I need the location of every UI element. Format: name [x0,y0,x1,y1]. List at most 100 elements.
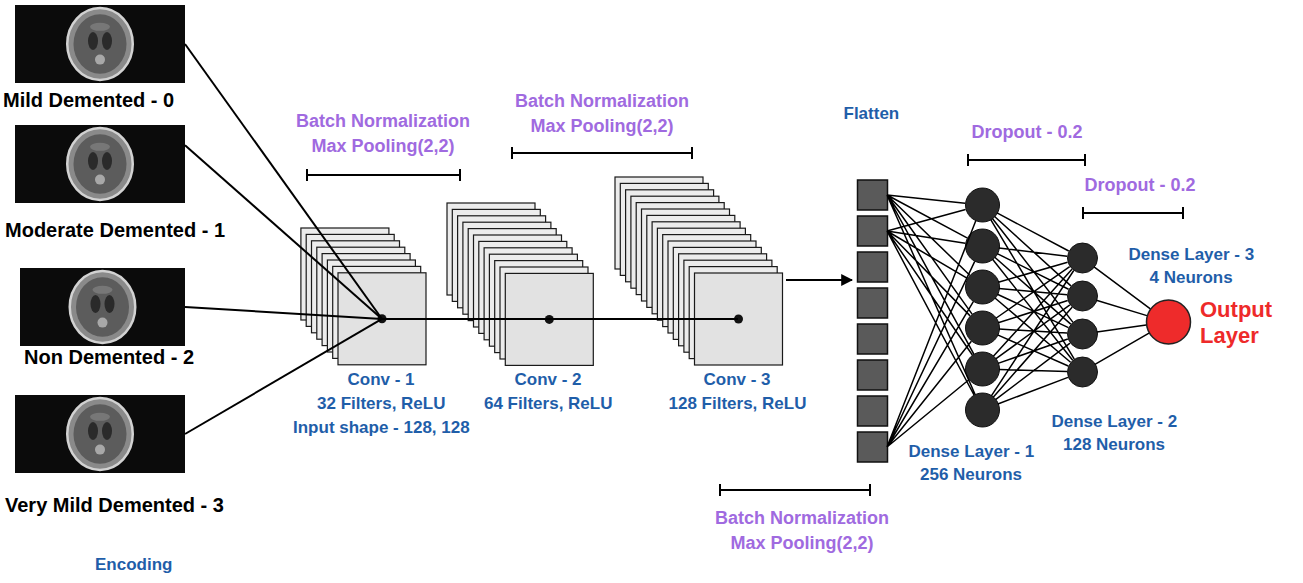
layer-caption: Dense Layer - 3 [1129,245,1255,265]
mri-image [15,395,185,473]
flatten-cell [857,180,887,210]
output-neuron-circle [1146,300,1190,344]
pooling-label: Max Pooling(2,2) [730,533,873,555]
skull-outline [67,398,133,470]
dropout-label: Dropout - 0.2 [972,122,1083,144]
neuron [1067,319,1097,349]
layer-caption: Conv - 3 [704,370,771,390]
brain-tissue [73,14,126,73]
flatten-cell [857,288,887,318]
ventricle [102,422,112,440]
layer-caption: Flatten [844,104,900,124]
batch-norm-label: Batch Normalization [715,508,889,530]
ventricle [105,295,115,313]
output-label: Output Layer [1200,297,1300,350]
skull-outline [67,8,133,80]
ventricle [102,32,112,50]
neuron [965,270,999,304]
flatten-cell [857,432,887,462]
pooling-label: Max Pooling(2,2) [311,136,454,158]
flatten-cell [857,360,887,390]
mri-scan-node: Very Mild Demented - 3 [5,393,225,517]
mri-scan-node: Moderate Demented - 1 [5,123,227,242]
layer-caption: Conv - 2 [514,370,581,390]
ventricle [88,32,98,50]
class-label: Mild Demented - 0 [3,88,174,112]
layer-caption: Dense Layer - 1 [909,442,1035,462]
layer-caption: Input shape - 128, 128 [293,418,470,438]
skull-outline [67,128,133,200]
mri-image [15,125,185,203]
flatten-cell [857,216,887,246]
span-bracket [512,147,692,159]
feature-map [505,273,593,365]
junction-dot [544,314,553,323]
span-bracket [720,484,870,496]
neuron [965,229,999,263]
brain-stem [98,318,108,328]
node-art [909,186,1036,486]
neuron [965,352,999,386]
layer-caption: Conv - 1 [348,370,415,390]
pooling-label: Max Pooling(2,2) [530,116,673,138]
brain-stem [95,55,105,65]
junction-dot [378,314,387,323]
neuron [1067,281,1097,311]
class-label: Moderate Demented - 1 [5,218,225,242]
class-label: Non Demented - 2 [24,345,194,369]
skull-outline [70,271,136,343]
neuron [965,188,999,222]
neuron [1067,357,1097,387]
dropout-label: Dropout - 0.2 [1085,175,1196,197]
batch-norm-label: Batch Normalization [515,91,689,113]
dense-connection [1094,267,1150,365]
layer-caption: 128 Neurons [1063,435,1165,455]
flow-line [185,44,382,319]
ventricle [88,152,98,170]
layer-caption: 256 Neurons [920,465,1022,485]
conv-layer-stack: Conv - 3 128 Filters, ReLU [613,175,808,415]
neuron [965,393,999,427]
span-bracket [968,154,1085,166]
ventricle [88,422,98,440]
layer-caption: 64 Filters, ReLU [484,394,613,414]
span-bracket [1083,207,1183,219]
output-neuron: Dense Layer - 3 4 NeuronsOutput Layer [1129,245,1301,350]
conv-layer-stack: Conv - 2 64 Filters, ReLU [445,201,614,415]
class-label: Very Mild Demented - 3 [5,493,224,517]
flatten-cell [857,324,887,354]
mri-scan-node: Non Demented - 2 [18,266,196,369]
dense-connection [991,213,1075,404]
ventricle [102,152,112,170]
feature-map [694,273,782,365]
brain-fold [93,286,113,294]
layer-caption: 32 Filters, ReLU [317,394,446,414]
flatten-cell [857,252,887,282]
brain-fold [90,143,110,151]
mri-scan-node: Mild Demented - 0 [3,3,187,112]
brain-tissue [73,134,126,193]
brain-fold [90,413,110,421]
layer-caption: 4 Neurons [1150,268,1233,288]
brain-tissue [76,277,129,336]
flow-line [382,318,549,320]
brain-fold [90,23,110,31]
batch-norm-label: Batch Normalization [296,111,470,133]
brain-tissue [73,404,126,463]
junction-dot [734,315,743,324]
layer-caption: 128 Filters, ReLU [669,394,807,414]
conv-layer-stack: Conv - 1 32 Filters, ReLU Input shape - 12… [293,226,471,439]
flatten-cell [857,396,887,426]
neuron [965,311,999,345]
neuron [1067,243,1097,273]
mri-image [20,268,185,346]
node-art [844,104,901,464]
dense-connection [887,195,976,447]
layer-caption: Dense Layer - 2 [1052,412,1178,432]
flatten-layer: Flatten [844,104,901,464]
dense-layer: Dense Layer - 1 256 Neurons [909,186,1036,486]
ventricle [91,295,101,313]
brain-stem [95,445,105,455]
encoding-label: Encoding [95,555,172,575]
flow-line [549,318,738,320]
